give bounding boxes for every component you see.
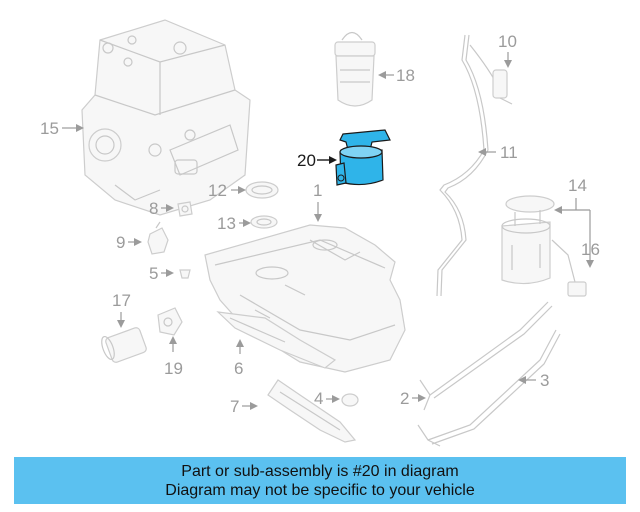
svg-text:15: 15 bbox=[40, 119, 59, 138]
part-15-injection-pump[interactable] bbox=[81, 19, 251, 216]
part-13-seal[interactable] bbox=[250, 215, 278, 229]
part-12-lock-ring[interactable] bbox=[245, 181, 279, 199]
callout-12: 12 bbox=[208, 181, 246, 200]
svg-text:17: 17 bbox=[112, 291, 131, 310]
svg-text:20: 20 bbox=[297, 151, 316, 170]
part-4-grommet[interactable] bbox=[341, 393, 359, 407]
callout-2: 2 bbox=[400, 389, 426, 408]
part-18-fuel-filter[interactable] bbox=[334, 31, 376, 107]
part-19-connector[interactable] bbox=[157, 307, 183, 336]
svg-text:11: 11 bbox=[500, 143, 518, 162]
callout-15: 15 bbox=[40, 119, 84, 138]
callout-10: 10 bbox=[498, 32, 517, 68]
svg-text:4: 4 bbox=[314, 389, 323, 408]
part-1-fuel-tank[interactable] bbox=[204, 224, 406, 373]
callout-17: 17 bbox=[112, 291, 131, 328]
callout-13: 13 bbox=[217, 214, 251, 233]
svg-text:16: 16 bbox=[581, 240, 600, 259]
svg-text:12: 12 bbox=[208, 181, 227, 200]
callout-20: 20 bbox=[297, 151, 337, 170]
part-20-filter-bracket[interactable] bbox=[335, 129, 391, 186]
svg-text:9: 9 bbox=[116, 233, 125, 252]
info-banner: Part or sub-assembly is #20 in diagram D… bbox=[14, 457, 626, 504]
svg-text:7: 7 bbox=[230, 397, 239, 416]
svg-text:14: 14 bbox=[568, 176, 587, 195]
callout-6: 6 bbox=[234, 339, 244, 378]
part-8-fitting[interactable] bbox=[177, 201, 193, 217]
callout-18: 18 bbox=[378, 66, 415, 85]
svg-text:2: 2 bbox=[400, 389, 409, 408]
callout-19: 19 bbox=[164, 336, 183, 378]
svg-text:19: 19 bbox=[164, 359, 183, 378]
parts-diagram: 15 18 20 10 bbox=[40, 19, 600, 447]
callout-14: 14 bbox=[554, 176, 591, 262]
part-14-fuel-pump-module[interactable] bbox=[501, 195, 555, 285]
svg-text:10: 10 bbox=[498, 32, 517, 51]
callout-4: 4 bbox=[314, 389, 340, 408]
callout-9: 9 bbox=[116, 233, 142, 252]
part-16-level-sensor[interactable] bbox=[551, 239, 587, 297]
svg-text:18: 18 bbox=[396, 66, 415, 85]
part-10-line-connector[interactable] bbox=[469, 44, 513, 105]
svg-text:13: 13 bbox=[217, 214, 236, 233]
callout-16: 16 bbox=[581, 240, 600, 268]
part-11-fuel-line[interactable] bbox=[436, 34, 489, 297]
svg-text:3: 3 bbox=[540, 371, 549, 390]
part-3-supply-line[interactable] bbox=[417, 301, 561, 447]
part-17-filter-element[interactable] bbox=[99, 327, 147, 364]
callout-1: 1 bbox=[313, 181, 322, 222]
banner-line-disclaimer: Diagram may not be specific to your vehi… bbox=[165, 481, 475, 499]
svg-text:5: 5 bbox=[149, 264, 158, 283]
part-6-heat-shield[interactable] bbox=[216, 311, 337, 369]
svg-text:1: 1 bbox=[313, 181, 322, 200]
banner-line-part-number: Part or sub-assembly is #20 in diagram bbox=[181, 462, 459, 480]
callout-7: 7 bbox=[230, 397, 258, 416]
callout-11: 11 bbox=[478, 143, 518, 162]
svg-text:8: 8 bbox=[149, 199, 158, 218]
svg-text:6: 6 bbox=[234, 359, 243, 378]
callout-5: 5 bbox=[149, 264, 174, 283]
part-5-clip[interactable] bbox=[179, 269, 191, 279]
callout-8: 8 bbox=[149, 199, 174, 218]
part-9-valve[interactable] bbox=[147, 221, 169, 255]
callout-3: 3 bbox=[518, 371, 549, 390]
part-7-support-bracket[interactable] bbox=[267, 379, 357, 443]
